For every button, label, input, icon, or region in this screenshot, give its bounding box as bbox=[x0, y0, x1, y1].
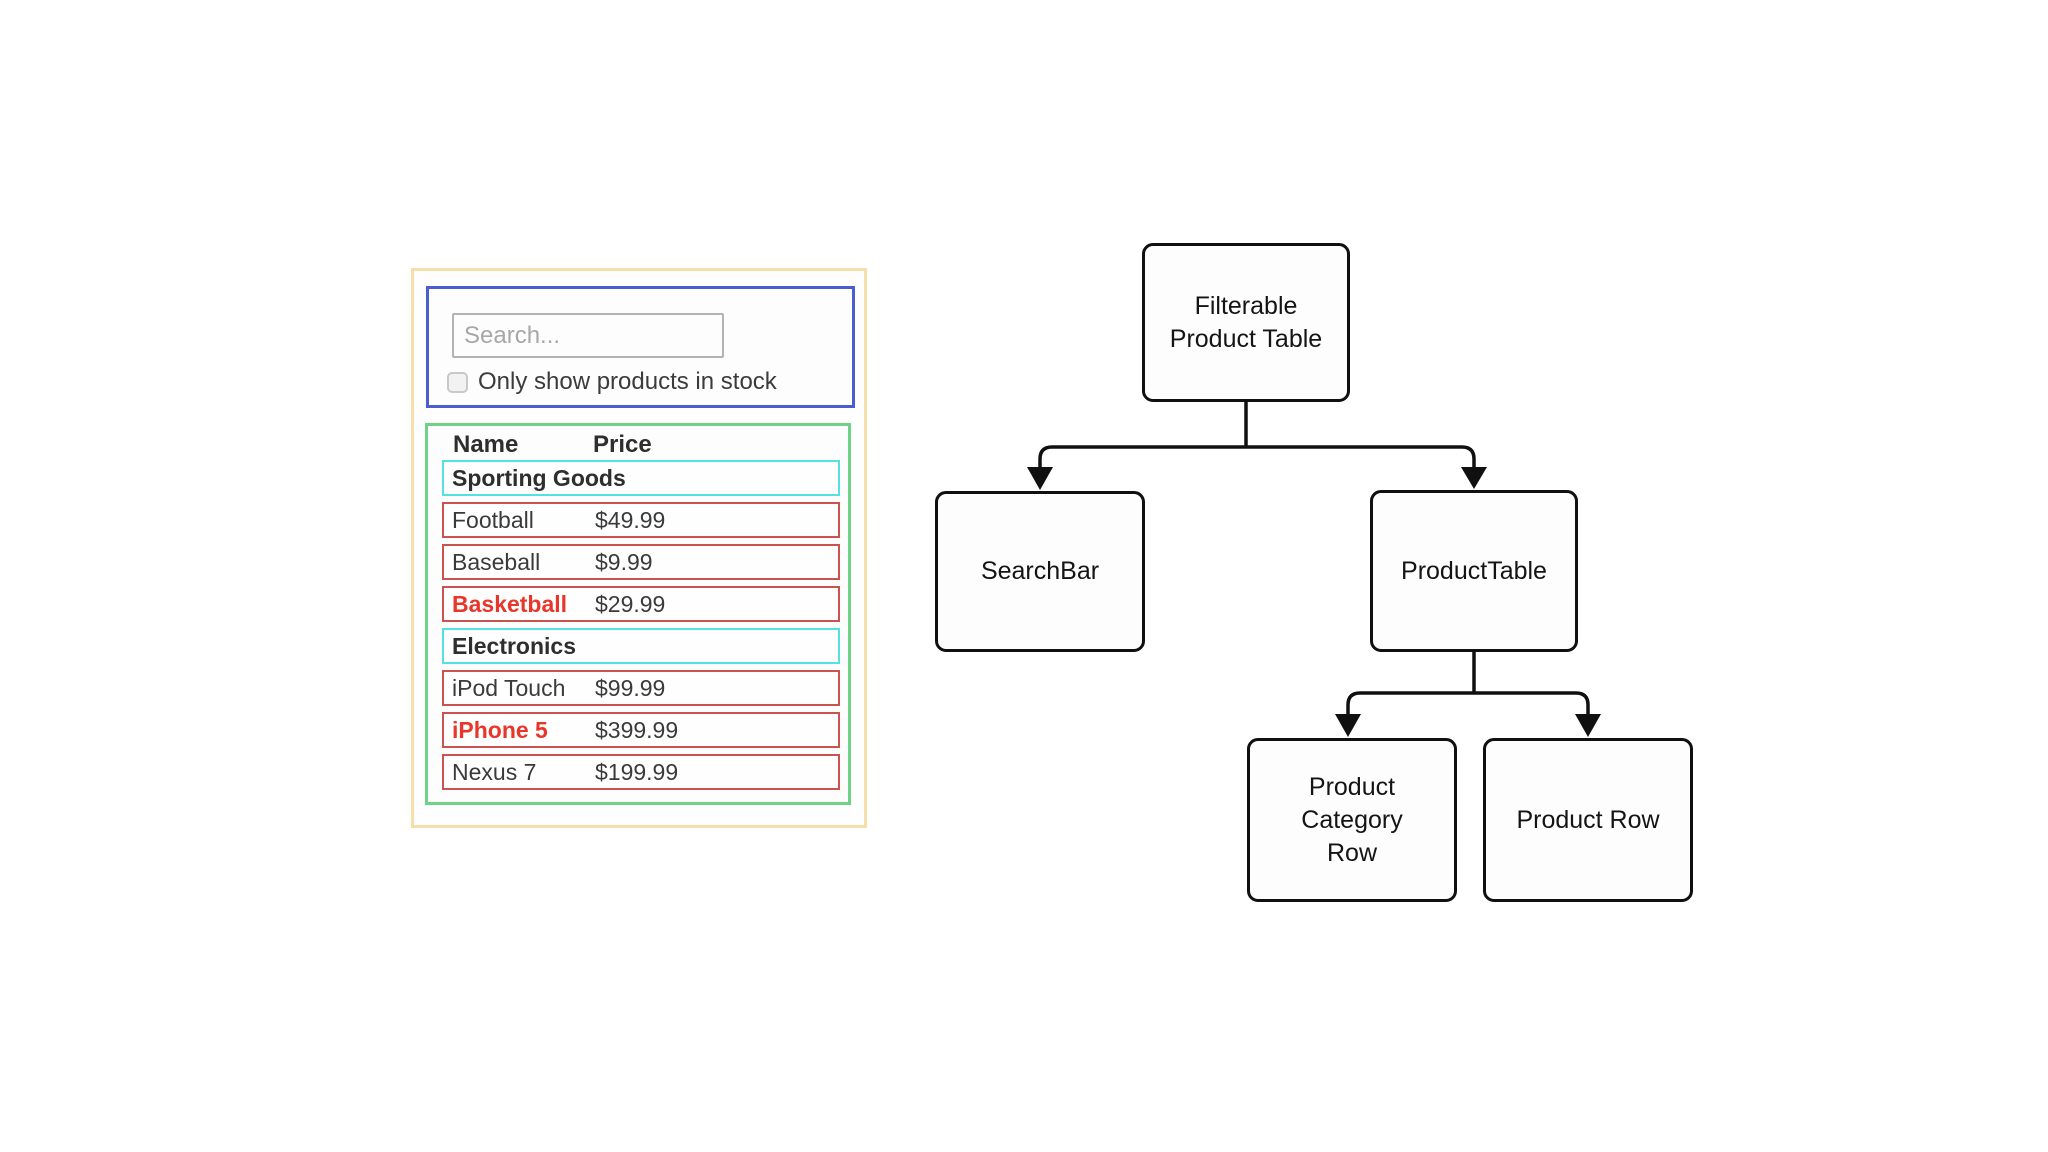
category-row: Electronics bbox=[442, 628, 840, 664]
category-name: Electronics bbox=[452, 632, 576, 659]
connector-root-branch bbox=[1038, 445, 1476, 472]
product-row: Nexus 7 $199.99 bbox=[442, 754, 840, 790]
node-search-bar: SearchBar bbox=[935, 491, 1145, 652]
search-input[interactable] bbox=[452, 313, 724, 358]
row-price: $399.99 bbox=[595, 716, 679, 743]
node-product-category-row: Product Category Row bbox=[1247, 738, 1457, 902]
product-name: Baseball bbox=[452, 548, 541, 575]
table-rows: Sporting Goods Football $49.99 Baseball … bbox=[442, 460, 840, 796]
product-row: iPhone 5 $399.99 bbox=[442, 712, 840, 748]
column-header-price: Price bbox=[593, 431, 652, 458]
product-table-panel: Name Price Sporting Goods Football $49.9… bbox=[425, 423, 851, 805]
node-product-table: ProductTable bbox=[1370, 490, 1578, 652]
product-name-out-of-stock: iPhone 5 bbox=[452, 716, 548, 743]
product-name: Football bbox=[452, 506, 534, 533]
arrowhead-to-producttable-icon bbox=[1461, 467, 1487, 489]
in-stock-checkbox-label: Only show products in stock bbox=[478, 368, 777, 395]
product-row: iPod Touch $99.99 bbox=[442, 670, 840, 706]
filterable-product-table-mockup: Only show products in stock Name Price S… bbox=[411, 268, 867, 828]
search-bar-panel: Only show products in stock bbox=[426, 286, 855, 408]
product-row: Basketball $29.99 bbox=[442, 586, 840, 622]
row-price: $99.99 bbox=[595, 674, 666, 701]
product-name: Nexus 7 bbox=[452, 758, 537, 785]
connector-producttable-branch bbox=[1346, 691, 1590, 718]
row-price: $9.99 bbox=[595, 548, 653, 575]
arrowhead-to-searchbar-icon bbox=[1027, 467, 1053, 490]
row-price: $199.99 bbox=[595, 758, 679, 785]
column-header-name: Name bbox=[453, 431, 519, 458]
node-filterable-product-table: Filterable Product Table bbox=[1142, 243, 1350, 402]
arrowhead-to-categoryrow-icon bbox=[1335, 714, 1361, 737]
table-header: Name Price bbox=[453, 429, 652, 461]
row-price: $29.99 bbox=[595, 590, 666, 617]
category-name: Sporting Goods bbox=[452, 464, 626, 491]
product-name-out-of-stock: Basketball bbox=[452, 590, 568, 617]
category-row: Sporting Goods bbox=[442, 460, 840, 496]
in-stock-checkbox[interactable] bbox=[447, 371, 468, 393]
product-row: Baseball $9.99 bbox=[442, 544, 840, 580]
arrowhead-to-productrow-icon bbox=[1575, 714, 1601, 737]
product-name: iPod Touch bbox=[452, 674, 566, 701]
row-price: $49.99 bbox=[595, 506, 666, 533]
node-product-row: Product Row bbox=[1483, 738, 1693, 902]
in-stock-filter-row: Only show products in stock bbox=[447, 368, 777, 396]
product-row: Football $49.99 bbox=[442, 502, 840, 538]
